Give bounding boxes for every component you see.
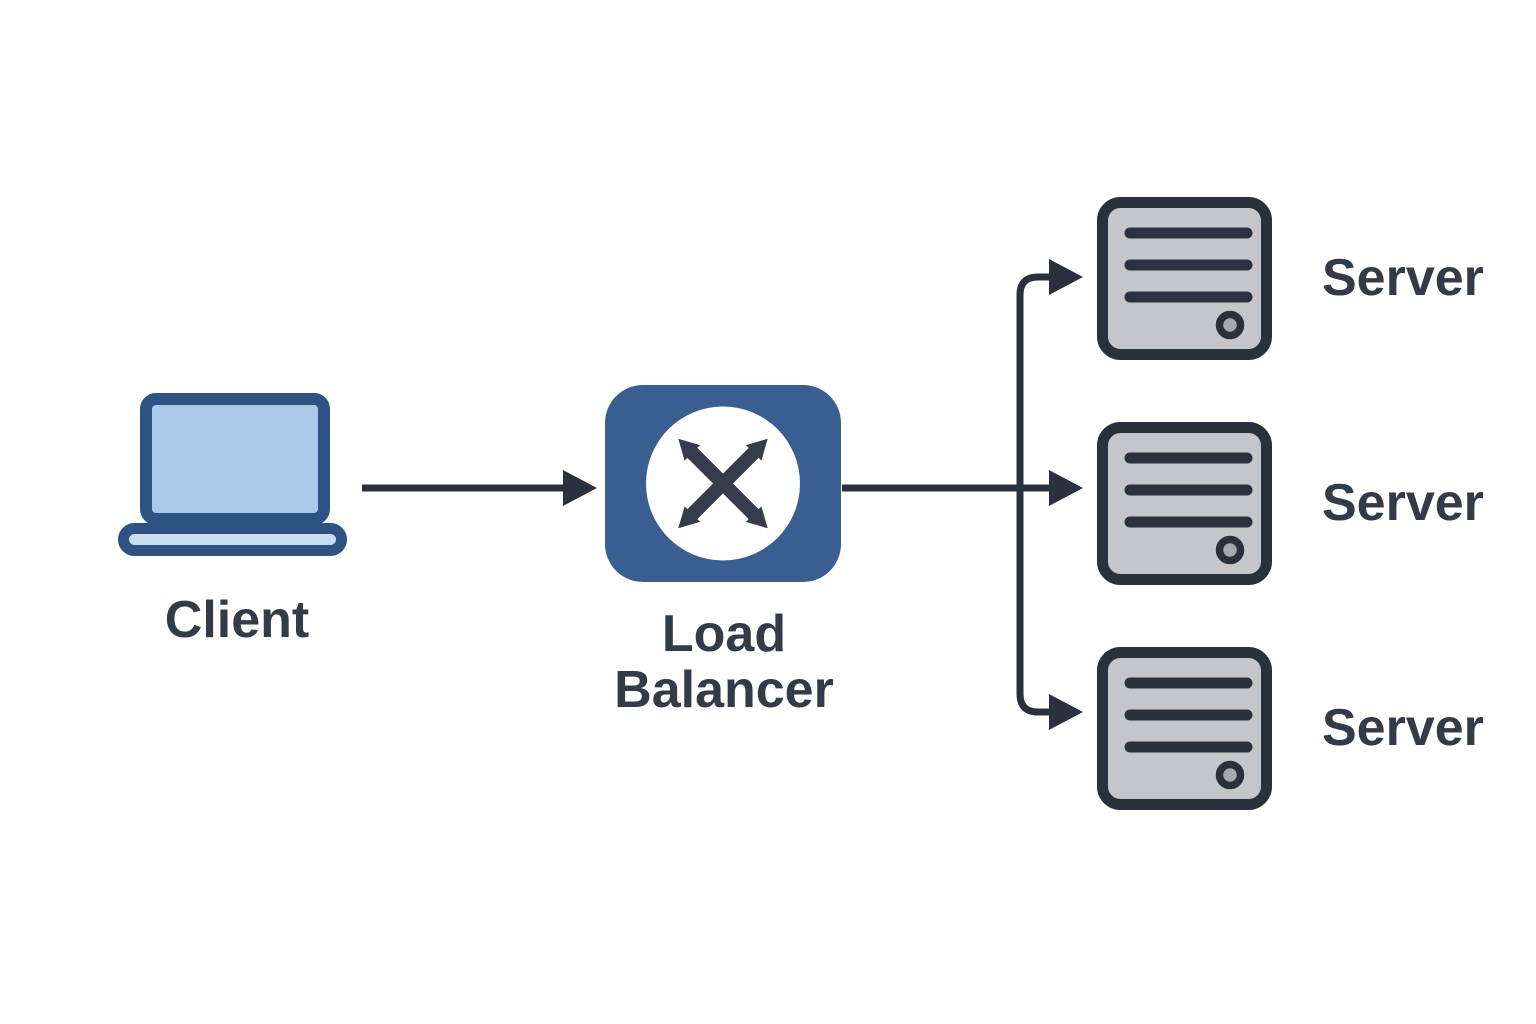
server-led-dot [1215, 535, 1245, 565]
server-node-1: Server [1097, 197, 1484, 360]
laptop-screen [140, 393, 330, 525]
server-node-3: Server [1097, 647, 1484, 810]
cross-arrows-icon [678, 438, 768, 529]
client-node: Client [118, 393, 347, 649]
server-node-2: Server [1097, 422, 1484, 585]
arrow-lb-to-server-3 [1016, 488, 1083, 730]
lb-to-servers-connectors [842, 259, 1083, 730]
server-led-dot [1215, 310, 1245, 340]
load-balancer-label-line1: Load [662, 605, 786, 663]
load-balancer-label-line2: Balancer [614, 661, 834, 719]
server-rack-icon [1097, 647, 1272, 810]
server-label-1: Server [1322, 249, 1484, 307]
laptop-notch [201, 523, 263, 533]
server-rack-icon [1097, 197, 1272, 360]
arrow-lb-to-server-1 [1016, 259, 1083, 488]
laptop-icon [118, 393, 347, 556]
server-led-dot [1215, 760, 1245, 790]
server-label-2: Server [1322, 474, 1484, 532]
server-rack-icon [1097, 422, 1272, 585]
load-balancer-node: Load Balancer [605, 385, 841, 719]
client-label: Client [165, 591, 309, 649]
server-label-3: Server [1322, 699, 1484, 757]
